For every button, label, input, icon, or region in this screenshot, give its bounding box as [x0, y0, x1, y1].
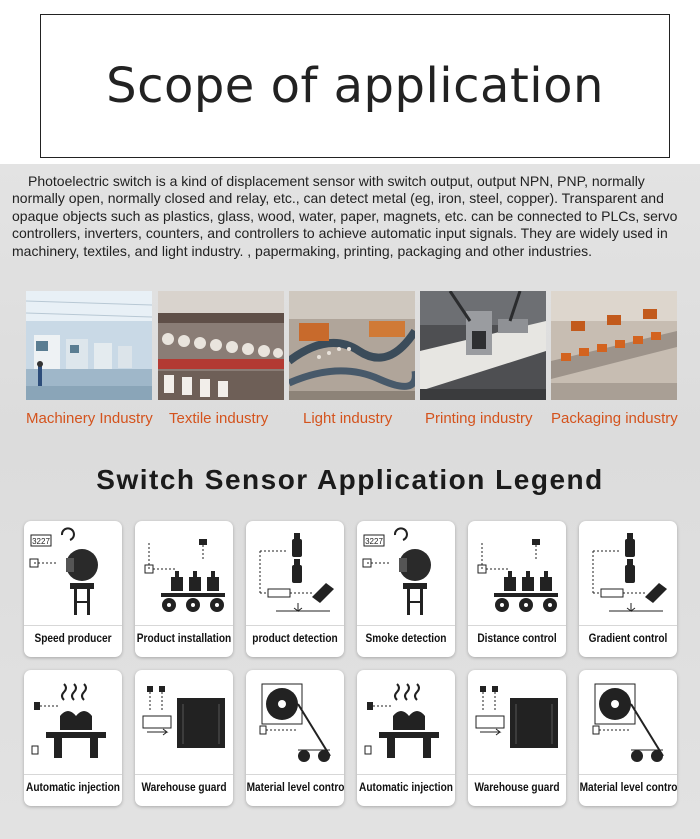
card-divider	[246, 625, 344, 626]
legend-label: Speed producer	[34, 633, 112, 645]
legend-card-smoke-detection: 3227 Smoke detection	[357, 521, 455, 657]
legend-label: Automatic injection	[359, 782, 453, 794]
card-divider	[468, 625, 566, 626]
title-box: Scope of application	[40, 14, 670, 158]
legend-title: Switch Sensor Application Legend	[96, 464, 604, 495]
industry-label-textile: Textile industry	[169, 410, 269, 427]
card-divider	[357, 774, 455, 775]
legend-card-automatic-injection: Automatic injection	[24, 670, 122, 806]
product-detection-icon	[592, 533, 667, 612]
product-detection-icon	[259, 533, 334, 612]
legend-card-material-level-2: Material level control	[579, 670, 677, 806]
card-divider	[357, 625, 455, 626]
legend-label: Warehouse guard	[474, 782, 560, 794]
packaging-photo	[551, 291, 677, 400]
textile-photo	[158, 291, 284, 400]
industry-photos	[26, 291, 677, 401]
legend-label: Automatic injection	[26, 782, 120, 794]
counter-text: 3227	[32, 537, 50, 546]
legend-card-distance-control: Distance control	[468, 521, 566, 657]
material-level-icon	[259, 683, 331, 762]
speed-producer-icon: 3227	[29, 527, 98, 615]
legend-label: Material level control	[246, 782, 344, 794]
counter-text: 3227	[365, 537, 383, 546]
legend-card-material-level: Material level control	[246, 670, 344, 806]
machinery-photo	[26, 291, 152, 400]
product-installation-icon	[477, 539, 558, 612]
page-title: Scope of application	[106, 58, 604, 114]
industry-label-machinery: Machinery Industry	[26, 410, 153, 427]
legend-card-warehouse-guard: Warehouse guard	[135, 670, 233, 806]
material-level-icon	[592, 683, 664, 762]
card-divider	[135, 774, 233, 775]
warehouse-guard-icon	[475, 686, 558, 748]
printing-photo	[420, 291, 546, 400]
legend-card-product-detection: product detection	[246, 521, 344, 657]
legend-label: Distance control	[477, 633, 557, 645]
content-panel: Photoelectric switch is a kind of displa…	[0, 164, 700, 839]
legend-label: Material level control	[579, 782, 677, 794]
warehouse-guard-icon	[142, 686, 225, 748]
automatic-injection-icon	[364, 683, 439, 758]
card-divider	[24, 625, 122, 626]
legend-label: Warehouse guard	[141, 782, 227, 794]
card-divider	[579, 625, 677, 626]
legend-card-product-installation: Product installation	[135, 521, 233, 657]
industry-label-packaging: Packaging industry	[551, 410, 678, 427]
card-divider	[24, 774, 122, 775]
card-divider	[246, 774, 344, 775]
card-divider	[468, 774, 566, 775]
legend-label: Smoke detection	[365, 633, 447, 645]
industry-label-light: Light industry	[303, 410, 393, 427]
automatic-injection-icon	[31, 683, 106, 758]
legend-card-automatic-injection-2: Automatic injection	[357, 670, 455, 806]
card-divider	[135, 625, 233, 626]
intro-paragraph: Photoelectric switch is a kind of displa…	[12, 173, 678, 259]
legend-card-warehouse-guard-2: Warehouse guard	[468, 670, 566, 806]
card-divider	[579, 774, 677, 775]
legend-card-gradient-control: Gradient control	[579, 521, 677, 657]
light-industry-photo	[289, 291, 415, 400]
product-installation-icon	[144, 539, 225, 612]
legend-card-speed-producer: 3227 Speed producer	[24, 521, 122, 657]
legend-label: Gradient control	[588, 633, 668, 645]
industry-label-printing: Printing industry	[425, 410, 533, 427]
legend-label: product detection	[252, 633, 338, 645]
speed-producer-icon: 3227	[362, 527, 431, 615]
legend-label: Product installation	[136, 633, 232, 645]
